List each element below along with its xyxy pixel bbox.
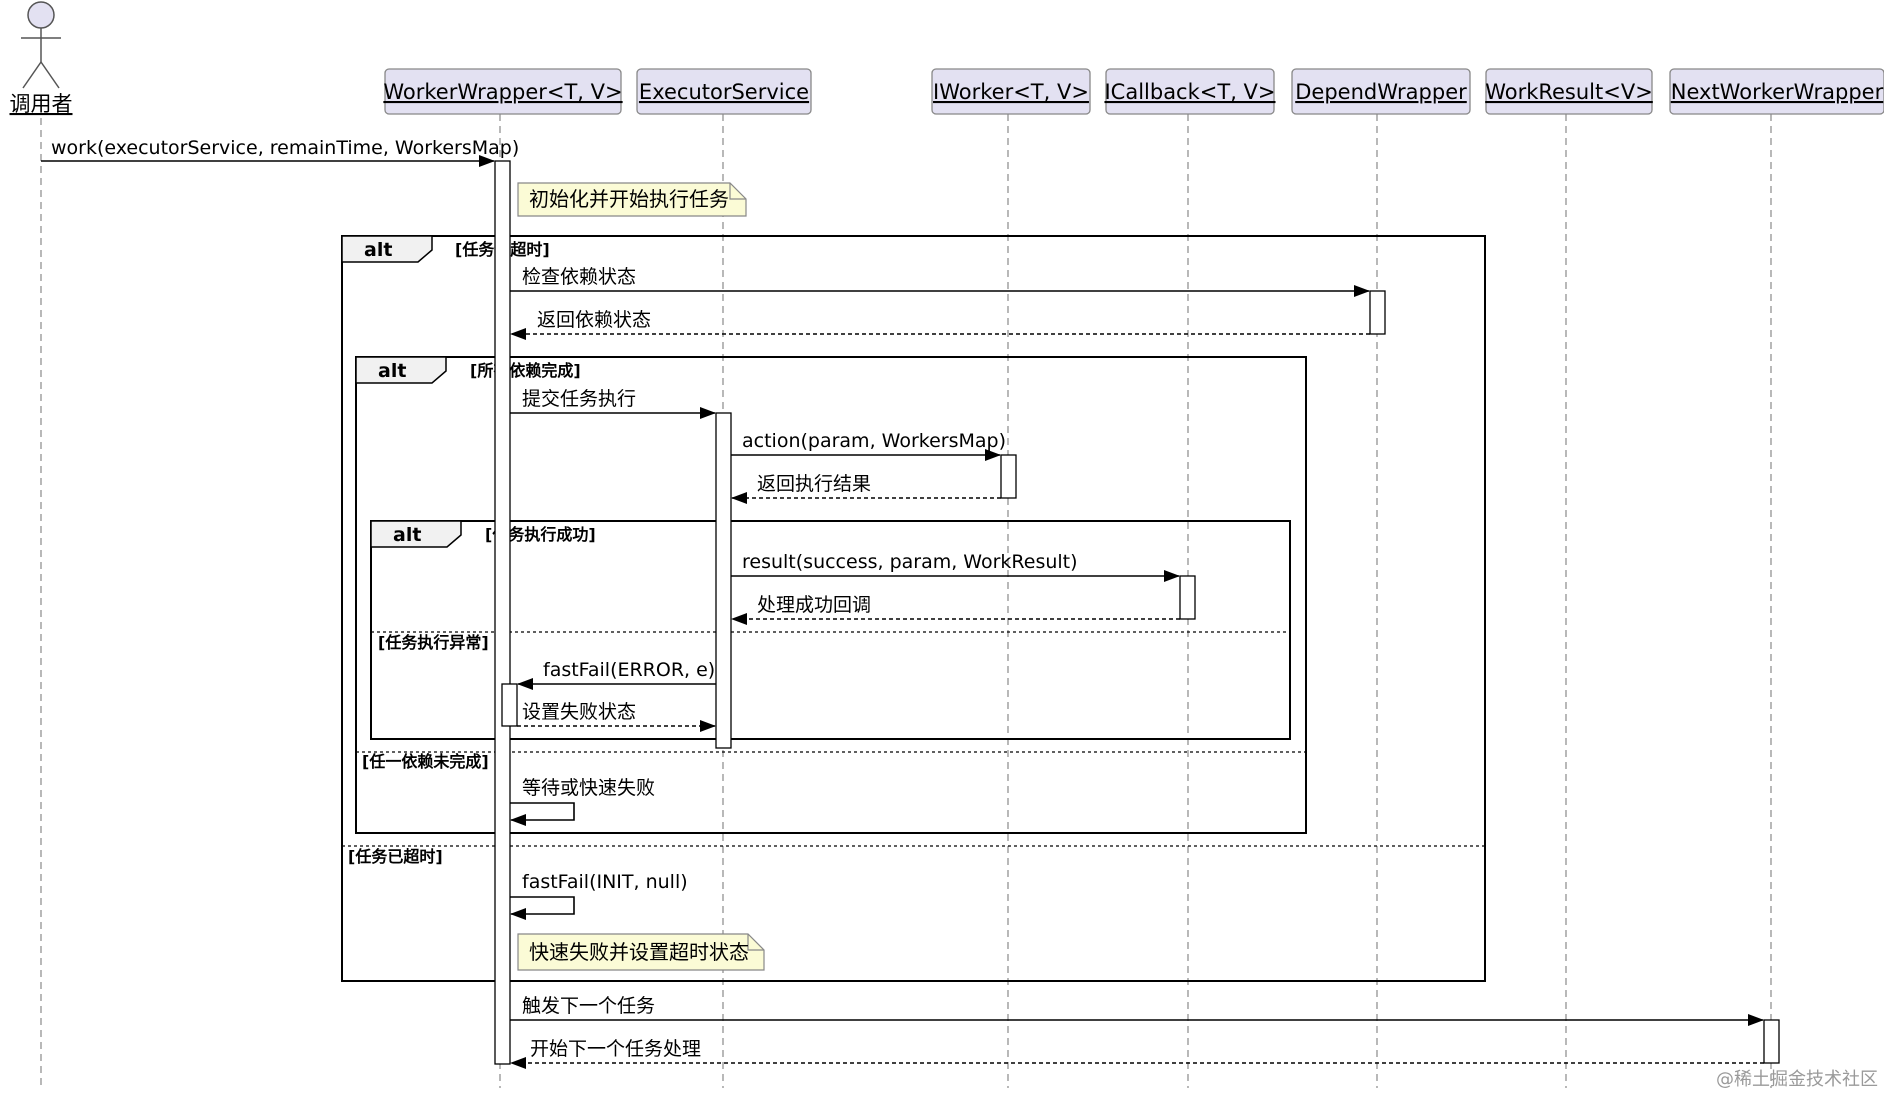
fragment-outer-label: alt — [364, 239, 392, 261]
fragment-outer: alt [任务未超时] [任务已超时] — [341, 235, 1486, 982]
activation-icallback — [1179, 575, 1196, 620]
participant-iworker: IWorker<T, V> — [931, 68, 1091, 115]
participant-icallback: ICallback<T, V> — [1104, 68, 1276, 115]
participant-label-workerwrapper: WorkerWrapper<T, V> — [383, 80, 622, 104]
fragment-inner-else-guard: [任务执行异常] — [378, 633, 489, 652]
participant-label-executorservice: ExecutorService — [639, 80, 809, 104]
watermark: @稀土掘金技术社区 — [1716, 1069, 1878, 1090]
activations — [494, 160, 1780, 1065]
participant-label-nextworkerwrapper: NextWorkerWrapper — [1671, 80, 1884, 104]
activation-workerwrapper — [494, 160, 511, 1065]
participant-dependwrapper: DependWrapper — [1291, 68, 1471, 115]
message-handle-success-label: 处理成功回调 — [757, 594, 871, 616]
message-start-next-label: 开始下一个任务处理 — [530, 1038, 701, 1060]
fragment-inner: alt [任务执行成功] [任务执行异常] — [370, 520, 1291, 740]
note-timeout-text: 快速失败并设置超时状态 — [529, 940, 749, 964]
activation-workerwrapper-nested — [501, 683, 518, 727]
message-fastfail-init-label: fastFail(INIT, null) — [522, 871, 688, 893]
message-result-label: result(success, param, WorkResult) — [742, 551, 1078, 573]
participants: WorkerWrapper<T, V> ExecutorService IWor… — [383, 68, 1884, 115]
note-init-text: 初始化并开始执行任务 — [529, 187, 729, 211]
participant-label-iworker: IWorker<T, V> — [933, 80, 1089, 104]
message-labels: work(executorService, remainTime, Worker… — [51, 137, 1078, 1060]
fragment-middle-else-guard: [任一依赖未完成] — [362, 752, 489, 771]
participant-label-dependwrapper: DependWrapper — [1295, 80, 1467, 104]
message-fastfail-error-label: fastFail(ERROR, e) — [543, 659, 715, 681]
participant-workresult: WorkResult<V> — [1485, 68, 1653, 115]
lifelines — [40, 114, 1772, 1088]
message-return-depend-label: 返回依赖状态 — [537, 309, 651, 331]
participant-label-workresult: WorkResult<V> — [1485, 80, 1653, 104]
message-return-result-label: 返回执行结果 — [757, 473, 871, 495]
fragment-inner-guard: [任务执行成功] — [485, 525, 596, 544]
message-action-label: action(param, WorkersMap) — [742, 430, 1006, 452]
note-timeout: 快速失败并设置超时状态 — [517, 933, 765, 971]
message-submit-label: 提交任务执行 — [522, 388, 636, 410]
actor-label: 调用者 — [10, 92, 73, 116]
message-set-fail-label: 设置失败状态 — [522, 701, 636, 723]
actor-caller: 调用者 — [10, 1, 73, 116]
participant-workerwrapper: WorkerWrapper<T, V> — [383, 68, 623, 115]
participant-label-icallback: ICallback<T, V> — [1104, 80, 1275, 104]
message-check-depend-label: 检查依赖状态 — [522, 266, 636, 288]
activation-iworker — [1000, 454, 1017, 499]
activation-dependwrapper — [1369, 290, 1386, 335]
fragment-middle-label: alt — [378, 360, 406, 382]
message-wait-or-fail-arrow — [510, 802, 575, 826]
participant-nextworkerwrapper: NextWorkerWrapper — [1669, 68, 1884, 115]
activation-nextworkerwrapper — [1763, 1019, 1780, 1064]
fragment-middle-guard: [所有依赖完成] — [470, 361, 581, 380]
message-work-label: work(executorService, remainTime, Worker… — [51, 137, 519, 159]
fragment-inner-label: alt — [393, 524, 421, 546]
messages — [41, 155, 1764, 1069]
fragment-outer-else-guard: [任务已超时] — [348, 847, 443, 866]
message-wait-or-fail-label: 等待或快速失败 — [522, 777, 655, 799]
activation-executorservice — [715, 412, 732, 749]
message-fastfail-init-arrow — [510, 896, 575, 920]
participant-executorservice: ExecutorService — [636, 68, 812, 115]
actor-head-icon — [27, 1, 55, 29]
note-init: 初始化并开始执行任务 — [517, 182, 747, 217]
message-trigger-next-label: 触发下一个任务 — [522, 995, 655, 1017]
